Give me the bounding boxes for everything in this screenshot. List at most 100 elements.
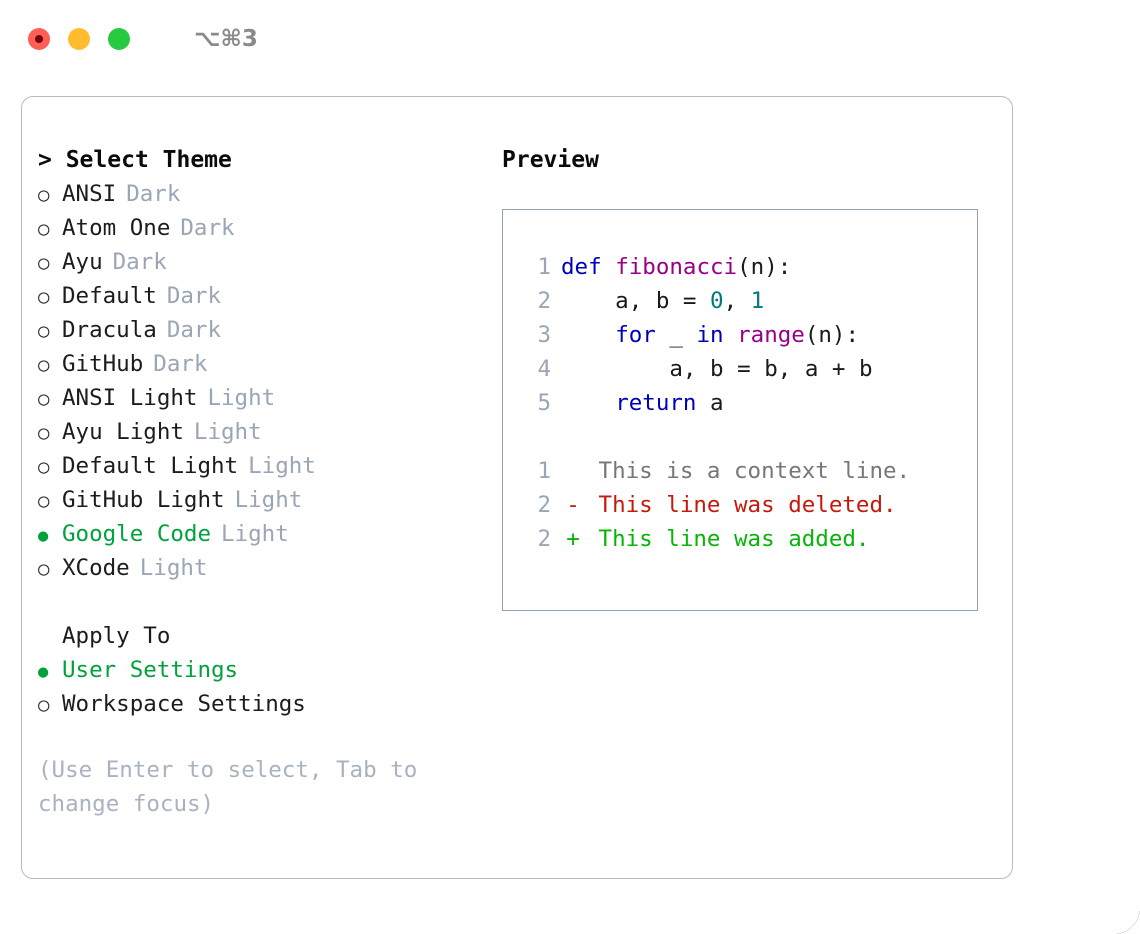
line-number: 5	[537, 390, 551, 416]
row-label: Atom One	[62, 215, 171, 241]
minimize-dot[interactable]	[68, 28, 90, 50]
code-line: 3 for _ in range(n):	[517, 322, 977, 356]
theme-option-default[interactable]: ○ Default Dark	[38, 283, 478, 317]
code-token: fibonacci	[615, 254, 738, 280]
code-token	[561, 322, 615, 348]
row-label: Workspace Settings	[62, 691, 306, 717]
code-token: a	[696, 390, 724, 416]
code-token: def	[561, 254, 616, 280]
keyboard-hint: (Use Enter to select, Tab to change focu…	[38, 757, 418, 817]
row-label: GitHub	[62, 351, 144, 377]
line-number: 1	[537, 458, 551, 484]
radio-unselected-icon: ○	[38, 422, 50, 444]
theme-variant-tag: Dark	[112, 249, 167, 275]
theme-variant-tag: Light	[193, 419, 262, 445]
row-label: XCode	[62, 555, 130, 581]
heading-text: Select Theme	[65, 147, 232, 173]
line-number: 3	[537, 322, 551, 348]
theme-variant-tag: Dark	[166, 317, 222, 343]
window-controls	[28, 28, 148, 50]
line-number: 2	[537, 288, 551, 314]
code-token: for	[615, 322, 656, 348]
diff-marker: -	[566, 492, 580, 518]
row-label: User Settings	[62, 657, 239, 683]
theme-variant-tag: Dark	[126, 181, 181, 207]
theme-variant-tag: Light	[221, 521, 289, 547]
radio-unselected-icon: ○	[38, 354, 50, 376]
radio-unselected-icon: ○	[38, 252, 50, 274]
apply-option-user-settings[interactable]: ● User Settings	[38, 657, 478, 691]
row-label: Default	[62, 283, 157, 309]
apply-option-workspace-settings[interactable]: ○ Workspace Settings	[38, 691, 478, 725]
code-token: return	[615, 390, 697, 416]
theme-variant-tag: Dark	[180, 215, 235, 241]
line-number: 4	[537, 356, 551, 382]
code-token	[561, 390, 615, 416]
diff-text: This line was deleted.	[585, 492, 897, 518]
theme-option-ayu-light[interactable]: ○ Ayu Light Light	[38, 419, 478, 453]
row-label: ANSI Light	[62, 385, 198, 411]
radio-selected-icon: ●	[38, 662, 49, 682]
theme-option-ayu[interactable]: ○ Ayu Dark	[38, 249, 478, 283]
row-label: Dracula	[62, 317, 157, 343]
radio-unselected-icon: ○	[38, 218, 50, 240]
code-line: 1 def fibonacci(n):	[517, 254, 977, 288]
title-bar: ⌥⌘3	[0, 0, 1140, 78]
code-token: (n):	[737, 254, 792, 280]
radio-unselected-icon: ○	[38, 558, 50, 580]
code-line: 5 return a	[517, 390, 977, 424]
apply-to-heading: Apply To	[38, 623, 478, 657]
theme-variant-tag: Light	[207, 385, 276, 411]
diff-sample: 1 This is a context line.2- This line wa…	[517, 458, 977, 560]
row-label: Ayu	[62, 249, 103, 275]
radio-unselected-icon: ○	[38, 490, 50, 512]
code-token: in	[696, 322, 724, 348]
radio-selected-icon: ●	[38, 526, 49, 546]
theme-variant-tag: Light	[139, 555, 208, 581]
radio-unselected-icon: ○	[38, 184, 50, 206]
theme-variant-tag: Dark	[166, 283, 222, 309]
line-number: 2	[537, 492, 551, 518]
close-dot[interactable]	[28, 28, 50, 50]
select-theme-heading: > Select Theme	[38, 147, 478, 181]
code-token: 0	[710, 288, 724, 314]
code-token	[724, 322, 738, 348]
code-line: 4 a, b = b, a + b	[517, 356, 977, 390]
theme-option-atom-one[interactable]: ○ Atom One Dark	[38, 215, 478, 249]
corner-artifact	[1114, 908, 1140, 934]
row-label: GitHub Light	[62, 487, 225, 513]
code-token: 1	[750, 288, 765, 314]
radio-unselected-icon: ○	[38, 286, 50, 308]
row-label: Ayu Light	[62, 419, 184, 445]
keyboard-shortcut-label: ⌥⌘3	[194, 26, 258, 52]
theme-option-xcode[interactable]: ○ XCode Light	[38, 555, 478, 589]
theme-option-github-light[interactable]: ○ GitHub Light Light	[38, 487, 478, 521]
diff-line: 2- This line was deleted.	[517, 492, 977, 526]
list-spacer	[38, 589, 478, 623]
apply-to-list: ● User Settings ○ Workspace Settings	[38, 657, 478, 725]
code-token: range	[737, 322, 805, 348]
diff-text: This line was added.	[585, 526, 870, 552]
line-number: 1	[537, 254, 551, 280]
theme-variant-tag: Light	[248, 453, 316, 479]
diff-marker: +	[566, 526, 580, 552]
diff-line: 2+ This line was added.	[517, 526, 977, 560]
diff-line: 1 This is a context line.	[517, 458, 977, 492]
code-token: _	[655, 322, 697, 348]
preview-title: Preview	[502, 147, 599, 173]
theme-variant-tag: Light	[234, 487, 303, 513]
radio-unselected-icon: ○	[38, 694, 50, 716]
maximize-dot[interactable]	[108, 28, 130, 50]
heading-caret-icon: >	[38, 147, 66, 173]
